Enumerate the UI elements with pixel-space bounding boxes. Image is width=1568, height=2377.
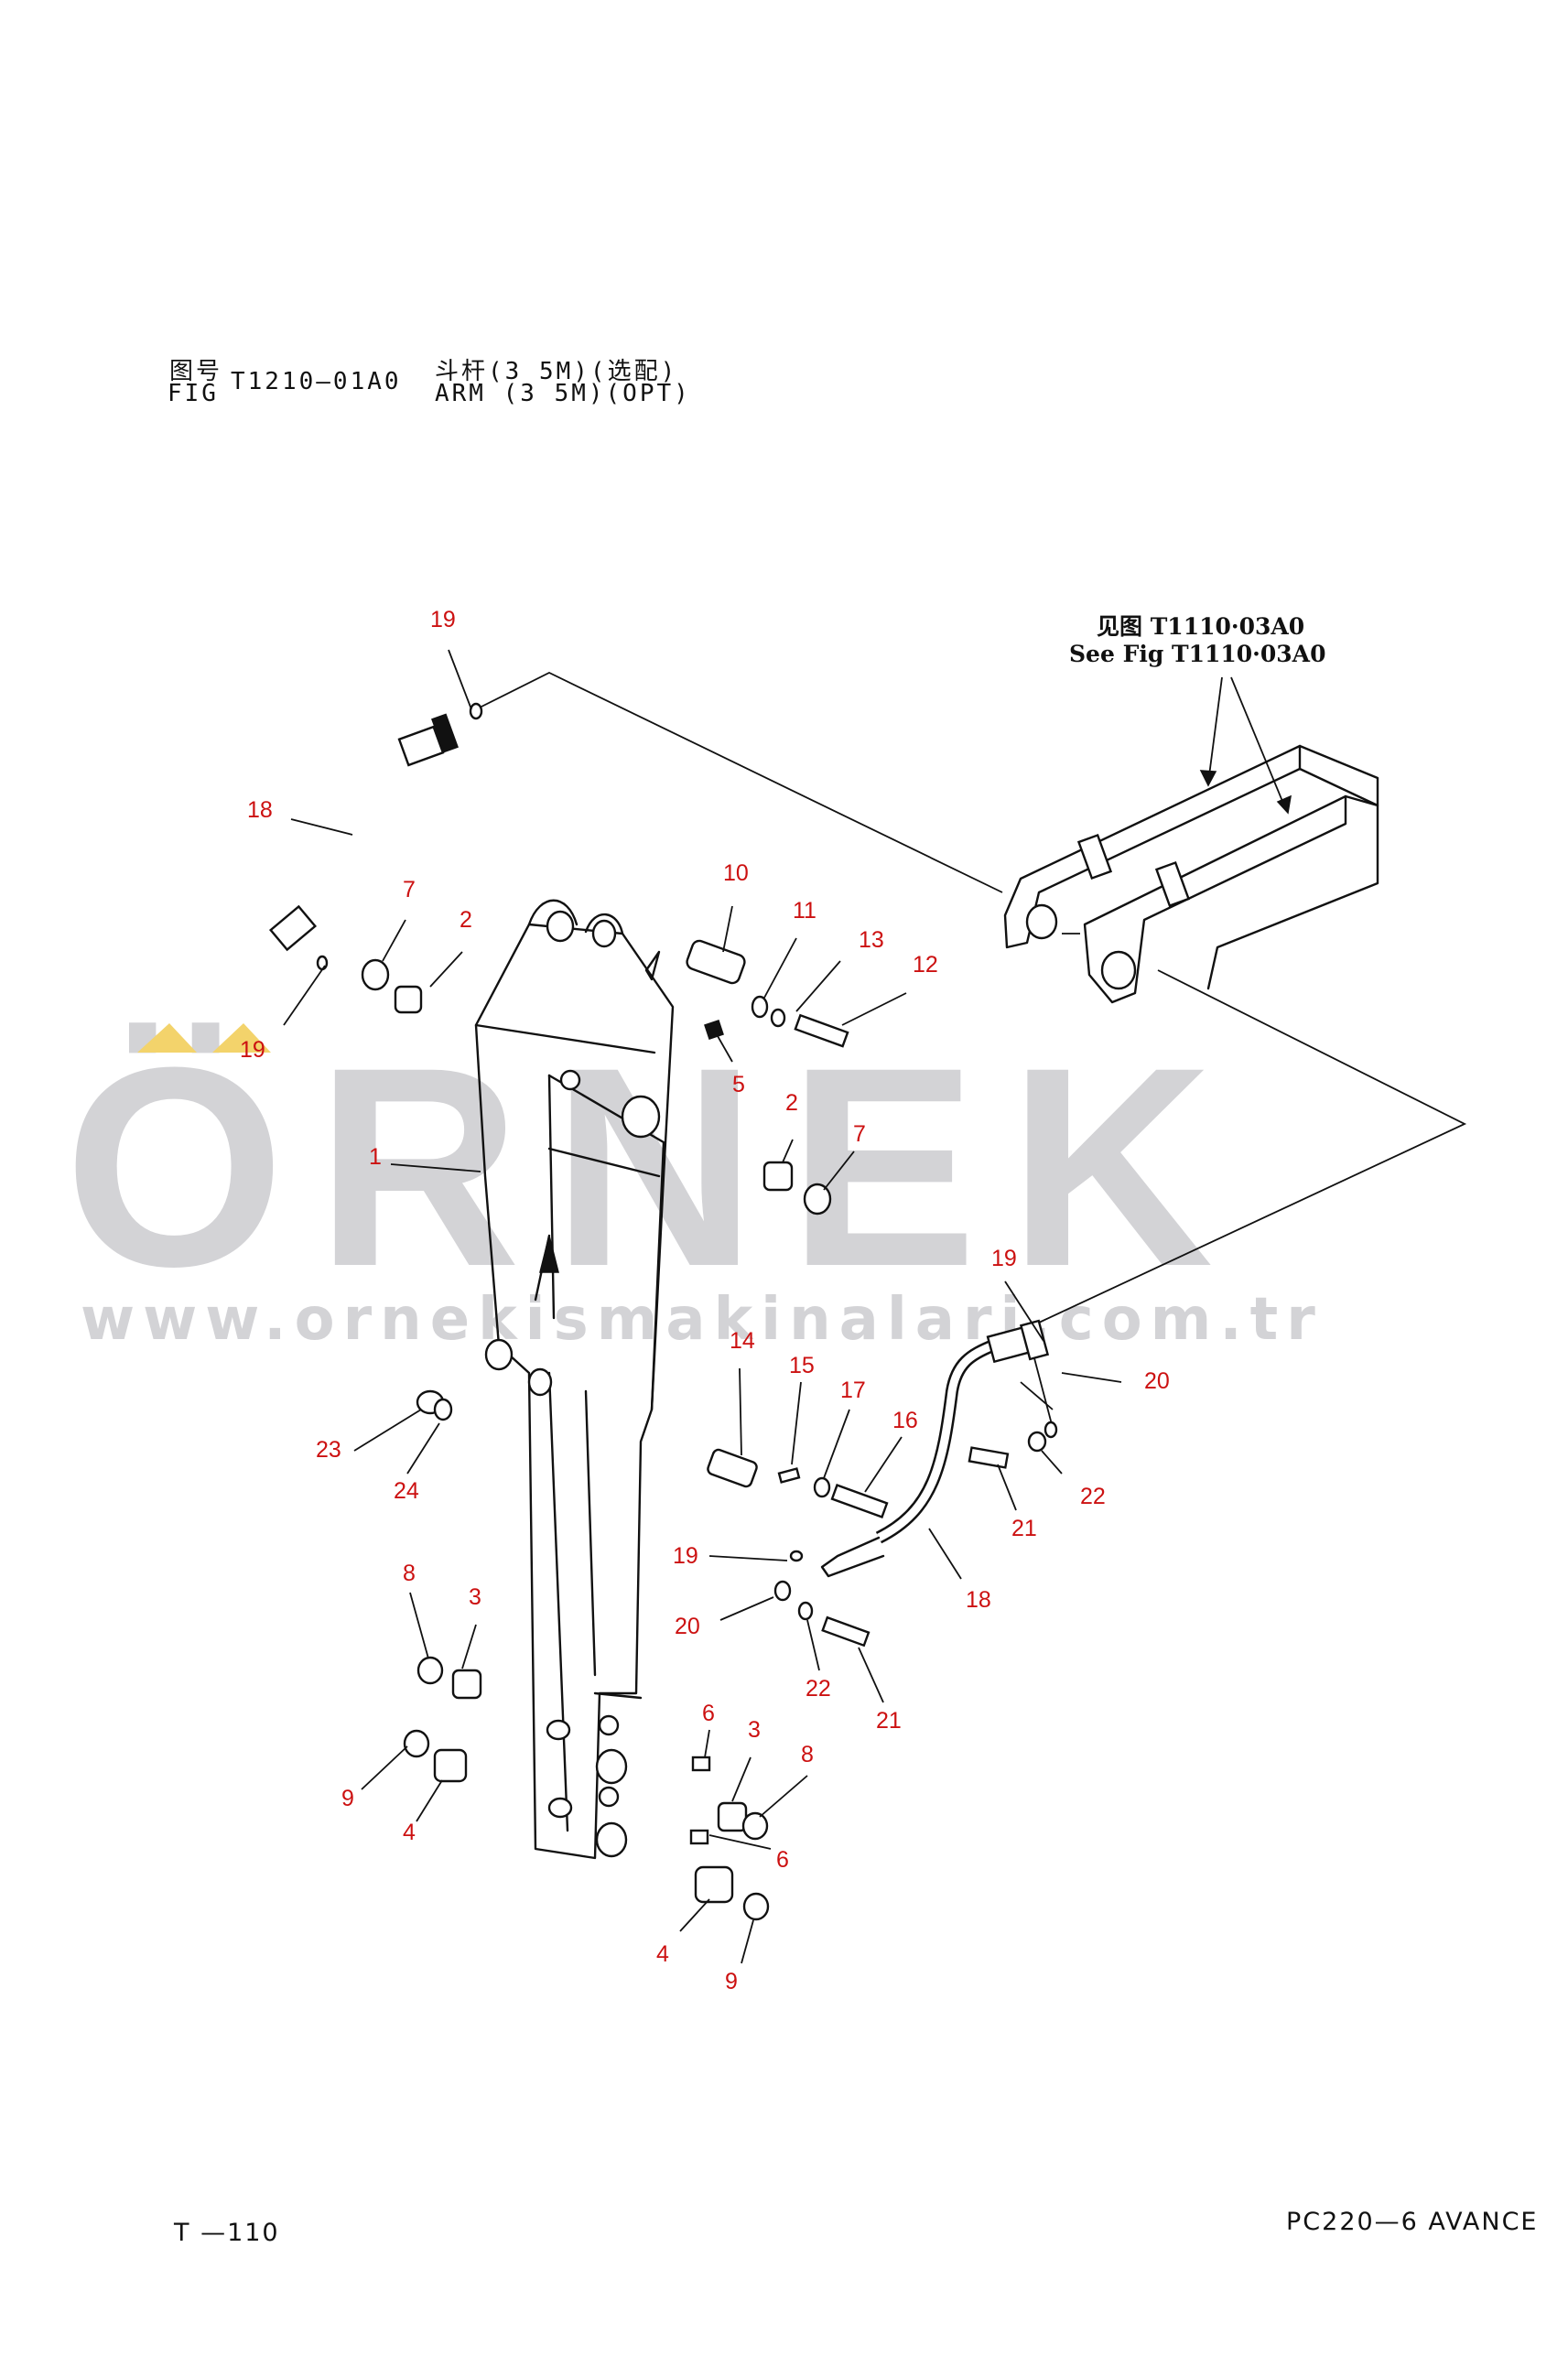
callout-6: 6 [776, 1847, 789, 1873]
callout-8: 8 [801, 1742, 814, 1767]
arm-body [474, 899, 675, 1860]
callout-18: 18 [966, 1587, 991, 1613]
callout-3: 3 [748, 1717, 761, 1743]
callout-2: 2 [785, 1090, 798, 1116]
callout-16: 16 [892, 1408, 918, 1433]
machine-model: PC220—6 AVANCE [1286, 2208, 1539, 2236]
callout-22: 22 [806, 1676, 831, 1702]
callout-21: 21 [876, 1708, 902, 1734]
callout-19: 19 [673, 1543, 698, 1569]
callout-3: 3 [469, 1584, 481, 1610]
reference-leader-lines [475, 671, 1467, 1324]
callout-13: 13 [859, 927, 884, 953]
callout-12: 12 [913, 952, 938, 978]
page-number: T —110 [174, 2219, 280, 2247]
callout-11: 11 [793, 898, 816, 924]
callout-leaders [283, 649, 1122, 1964]
callout-14: 14 [730, 1328, 755, 1354]
callout-19: 19 [240, 1037, 265, 1063]
callout-6: 6 [702, 1701, 715, 1726]
callout-2: 2 [460, 907, 472, 933]
loose-parts [361, 939, 1058, 1921]
callout-15: 15 [789, 1353, 815, 1378]
title-en: ARM (3 5M)(OPT) [435, 380, 691, 407]
callout-10: 10 [723, 860, 749, 886]
watermark-url: www.ornekismakinalari.com.tr [81, 1286, 1324, 1354]
callout-18: 18 [247, 797, 273, 823]
fig-label-en: FIG [168, 380, 219, 407]
callout-20: 20 [1144, 1368, 1170, 1394]
see-fig-reference-cn: 见图 T1110·03A0 [1097, 613, 1305, 640]
callout-4: 4 [403, 1820, 416, 1845]
callout-8: 8 [403, 1561, 416, 1586]
watermark-accent-icon [137, 1023, 271, 1053]
callout-19: 19 [991, 1246, 1017, 1271]
callout-20: 20 [675, 1614, 700, 1639]
callout-5: 5 [732, 1072, 745, 1097]
callout-7: 7 [403, 877, 416, 902]
callout-9: 9 [341, 1786, 354, 1811]
watermark-logo-text: ÖRNEK [64, 1008, 1245, 1325]
callout-24: 24 [394, 1478, 419, 1504]
title-cn: 斗杆(3 5M)(选配) [435, 358, 678, 385]
see-fig-reference-en: See Fig T1110·03A0 [1069, 641, 1326, 667]
boom-reference-outline [1003, 744, 1379, 1004]
hose-upper [268, 702, 483, 971]
callout-22: 22 [1080, 1484, 1106, 1509]
callout-7: 7 [853, 1121, 866, 1147]
hose-lower [820, 1319, 1054, 1578]
callout-21: 21 [1011, 1516, 1037, 1541]
callout-numbers: 19 18 7 2 19 10 11 13 12 5 1 2 7 19 14 1… [240, 607, 1170, 1994]
callout-23: 23 [316, 1437, 341, 1463]
callout-4: 4 [656, 1941, 669, 1967]
callout-17: 17 [840, 1378, 866, 1403]
callout-19: 19 [430, 607, 456, 632]
fig-label-cn: 图号 [169, 358, 223, 385]
callout-1: 1 [369, 1144, 382, 1170]
fig-number: T1210—01A0 [231, 368, 402, 395]
callout-9: 9 [725, 1969, 738, 1994]
